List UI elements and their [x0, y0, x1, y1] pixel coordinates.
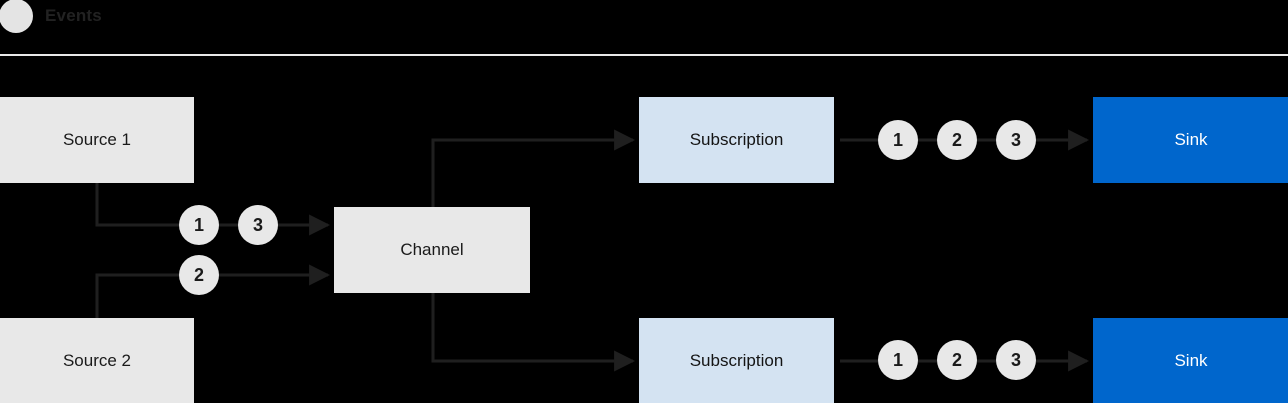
header-divider — [0, 54, 1288, 56]
edge-channel-to-subscription-top — [431, 129, 636, 207]
event-dot-icon — [0, 0, 33, 33]
legend-label: Events — [45, 6, 102, 25]
node-source-2[interactable]: Source 2 — [0, 318, 194, 403]
event-token: 1 — [878, 340, 918, 380]
node-subscription-top[interactable]: Subscription — [639, 97, 834, 183]
node-sink-top[interactable]: Sink — [1093, 97, 1288, 183]
event-token: 2 — [937, 120, 977, 160]
event-token: 3 — [996, 340, 1036, 380]
node-sink-bottom[interactable]: Sink — [1093, 318, 1288, 403]
edge-channel-to-subscription-bottom — [431, 293, 636, 372]
node-subscription-bottom[interactable]: Subscription — [639, 318, 834, 403]
node-channel[interactable]: Channel — [334, 207, 530, 293]
event-token: 3 — [996, 120, 1036, 160]
node-source-1[interactable]: Source 1 — [0, 97, 194, 183]
legend: Events — [0, 0, 1288, 55]
event-token: 1 — [179, 205, 219, 245]
event-token: 2 — [179, 255, 219, 295]
event-token: 1 — [878, 120, 918, 160]
event-token: 2 — [937, 340, 977, 380]
event-token: 3 — [238, 205, 278, 245]
